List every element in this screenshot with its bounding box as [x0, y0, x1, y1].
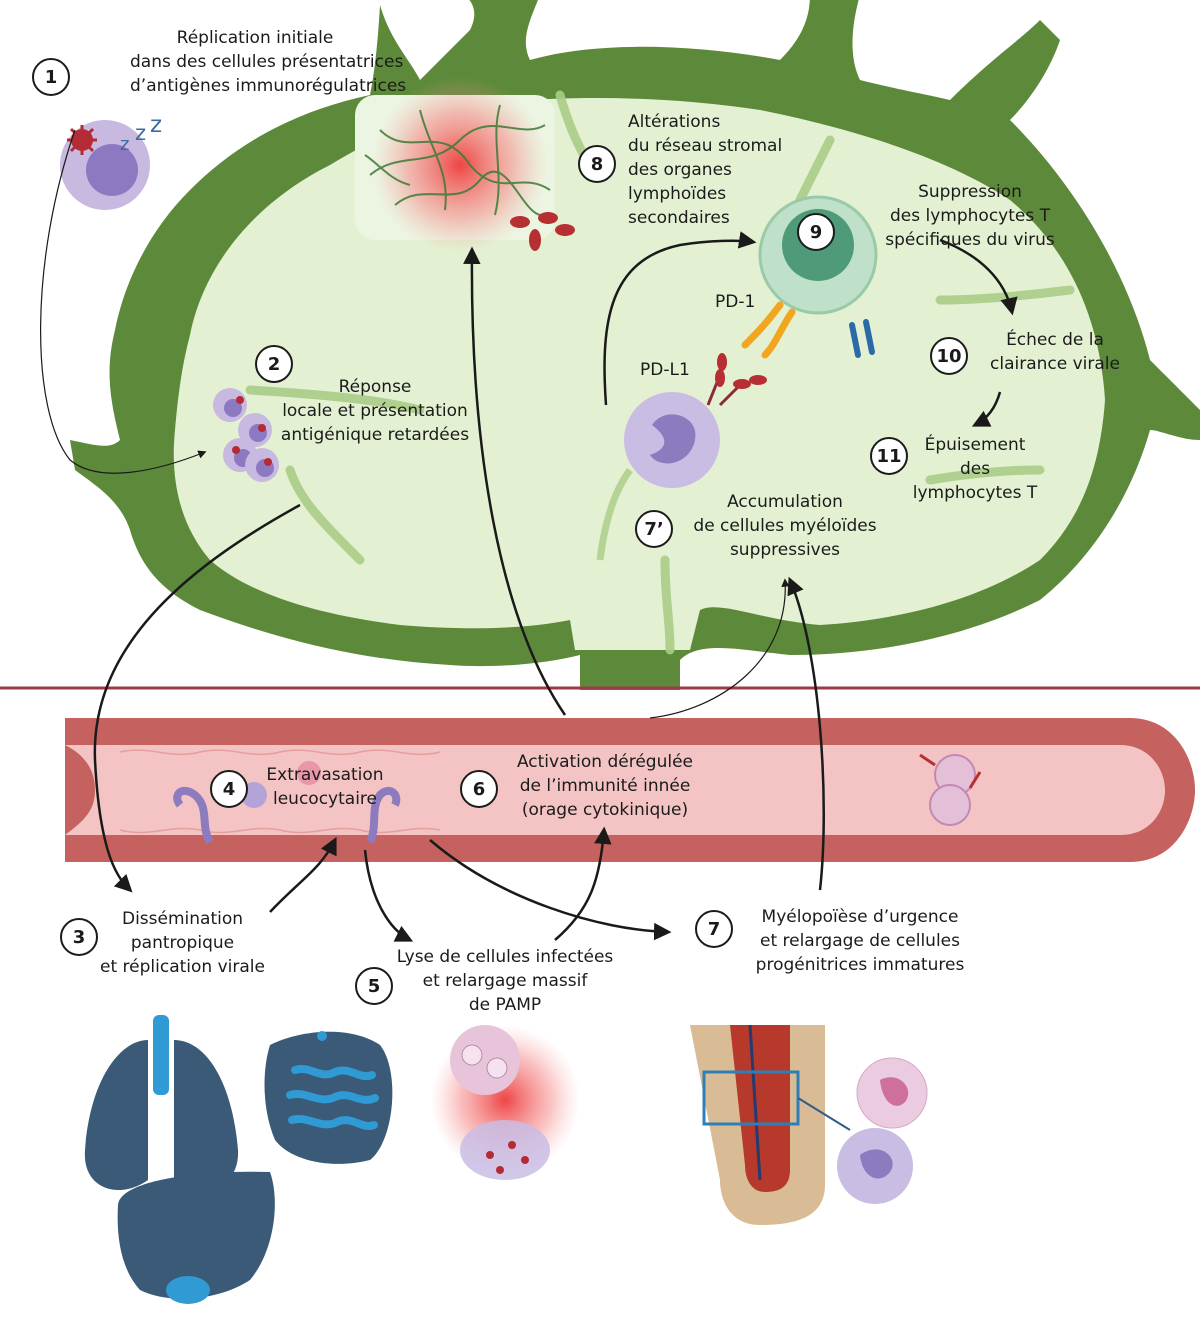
svg-text:z: z [135, 121, 146, 145]
intestine-icon [264, 1031, 393, 1164]
process-arrows [40, 129, 1018, 942]
step-5-badge: 5 [355, 967, 393, 1005]
step-4-badge: 4 [210, 770, 248, 808]
pdl1-label: PD-L1 [640, 360, 690, 380]
step-7-badge: 7 [695, 910, 733, 948]
svg-text:z: z [120, 134, 129, 155]
step-6-badge: 6 [460, 770, 498, 808]
myeloid-cell-icon [624, 353, 767, 488]
step-1-badge: 1 [32, 58, 70, 96]
step-10-badge: 10 [930, 337, 968, 375]
liver-icon [117, 1171, 275, 1304]
lungs-icon [84, 1015, 239, 1190]
blood-vessel [65, 718, 1195, 862]
stromal-network-icon [355, 77, 575, 253]
sleeping-virus-cell-icon: z z z [60, 112, 162, 210]
step-7-prime-badge: 7’ [635, 510, 673, 548]
step-2-badge: 2 [255, 345, 293, 383]
svg-text:z: z [150, 112, 162, 138]
step-3-badge: 3 [60, 918, 98, 956]
step-8-badge: 8 [578, 145, 616, 183]
pd1-label: PD-1 [715, 292, 756, 312]
bone-marrow-icon [690, 1024, 928, 1225]
lysed-cell-icon [430, 1025, 580, 1180]
step-11-badge: 11 [870, 437, 908, 475]
infected-cells-icon [213, 388, 279, 482]
step-9-badge: 9 [797, 213, 835, 251]
